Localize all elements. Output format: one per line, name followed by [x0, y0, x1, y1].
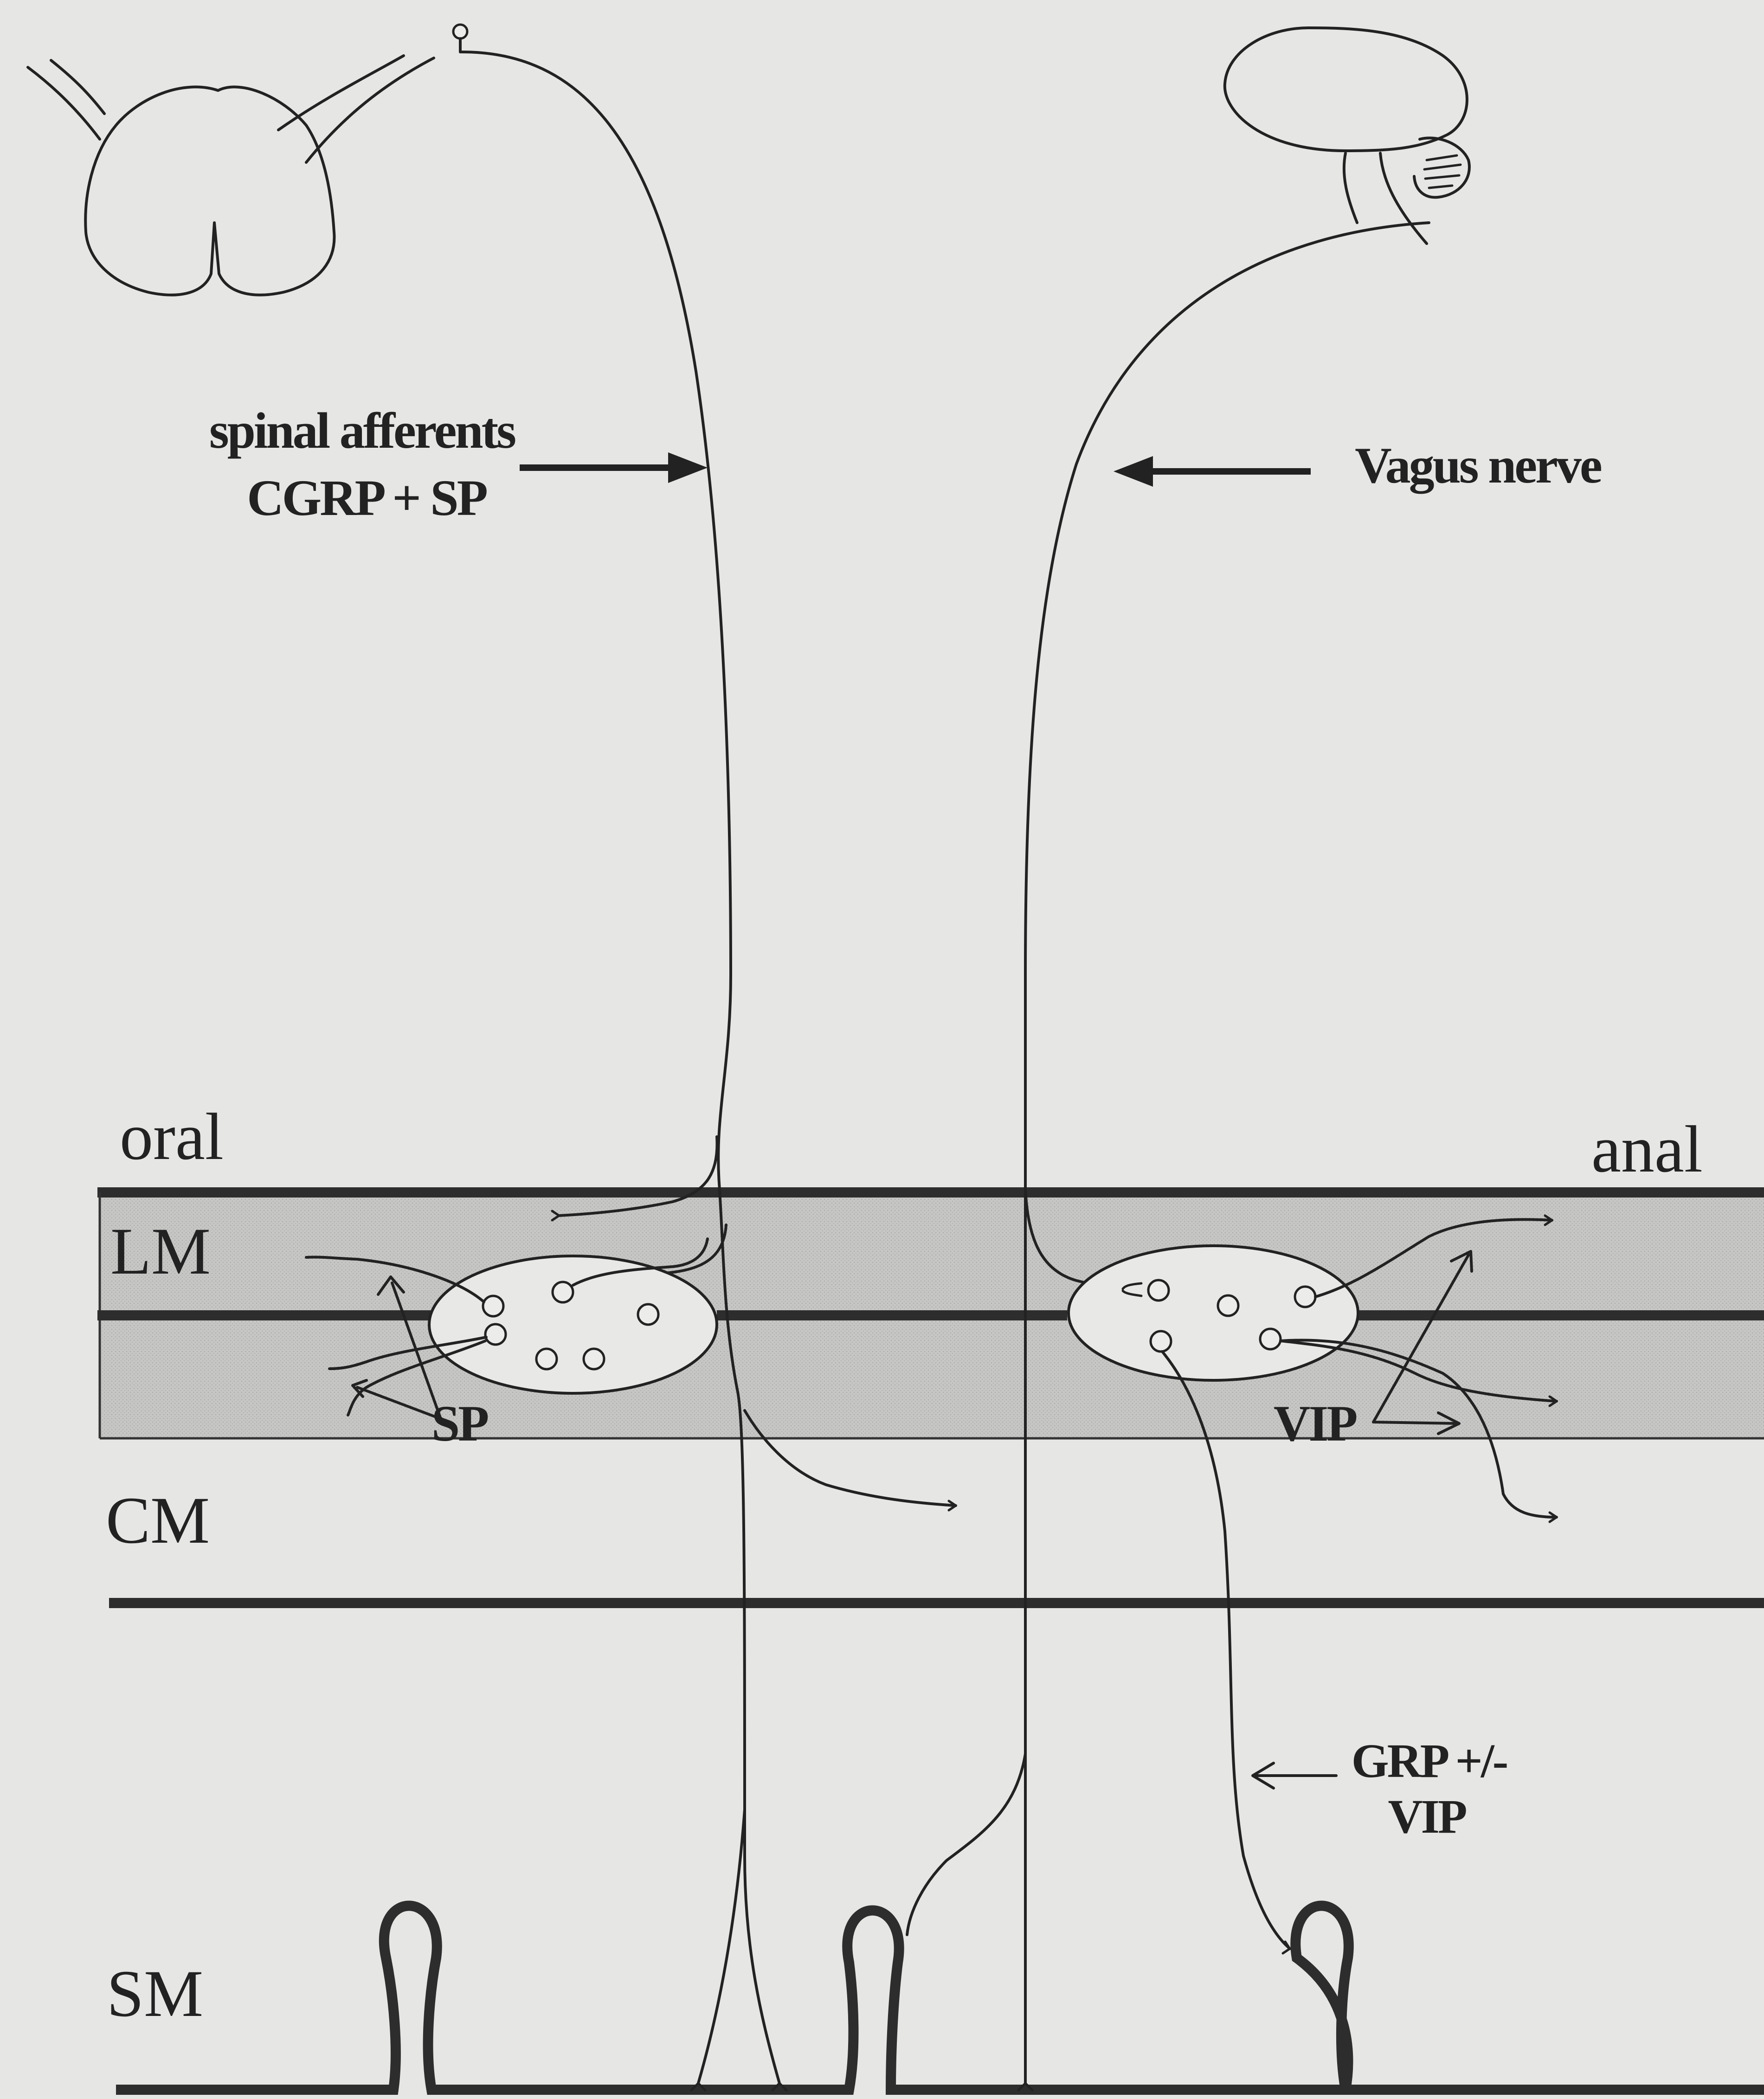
oral-label: oral — [120, 1100, 224, 1174]
cm-label: CM — [106, 1484, 210, 1558]
vagus-nerve-label: Vagus nerve — [1355, 437, 1601, 494]
lm-label: LM — [110, 1215, 211, 1288]
vip-label: VIP — [1274, 1395, 1357, 1452]
longitudinal-muscle-lower-band — [100, 1315, 1764, 1438]
gut-wall — [97, 1192, 1764, 2090]
sp-label: SP — [431, 1395, 488, 1452]
spinal-afferents-arrow — [520, 452, 708, 483]
anal-label: anal — [1591, 1113, 1703, 1186]
vagus-nerve-fiber — [907, 223, 1429, 2090]
grp-arrow — [1253, 1763, 1336, 1788]
sm-label: SM — [107, 1957, 203, 2031]
vagus-nerve-arrow — [1114, 456, 1311, 487]
mucosa-villi-outline — [116, 1906, 1764, 2090]
spinal-afferents-label: spinal afferents — [209, 402, 515, 459]
grp-vip-label-line1: GRP +/- — [1352, 1734, 1507, 1788]
dorsal-root-ganglion-icon — [453, 25, 467, 39]
cgrp-sp-label: CGRP + SP — [247, 470, 487, 526]
grp-vip-label-line2: VIP — [1388, 1790, 1466, 1843]
spinal-cord-icon — [28, 56, 434, 295]
brain-icon — [1225, 28, 1469, 244]
longitudinal-muscle-upper-band — [100, 1192, 1764, 1313]
spinal-afferent-fiber — [460, 52, 956, 2090]
